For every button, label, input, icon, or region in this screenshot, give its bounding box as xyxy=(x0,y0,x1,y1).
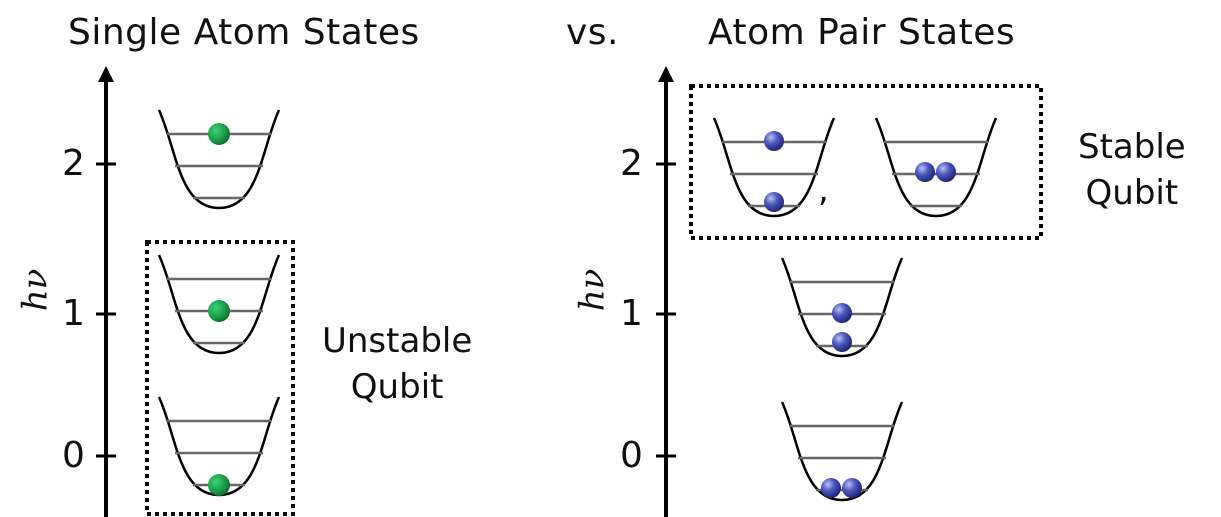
left-tick-label-1: 1 xyxy=(62,293,85,334)
stable-qubit-label: Stable Qubit xyxy=(1078,124,1186,216)
right-axis-arrowhead xyxy=(658,66,674,82)
unstable-qubit-label: Unstable Qubit xyxy=(322,318,472,410)
single-well-e1-atom-0 xyxy=(208,300,230,322)
pair-well-1-e2-atom-1 xyxy=(936,162,956,182)
unstable-qubit-box xyxy=(145,240,295,516)
right-tick-label-2: 2 xyxy=(620,143,643,184)
pair-well-1-e2-potential-curve xyxy=(874,117,998,218)
pair-well-0-e2-atom-1 xyxy=(764,131,784,151)
unstable-label-line2: Qubit xyxy=(350,367,444,407)
title-vs: vs. xyxy=(566,12,620,53)
title-atom-pair-states: Atom Pair States xyxy=(708,12,1016,53)
unstable-label-line1: Unstable xyxy=(322,321,473,361)
pair-well-3-e0-atom-1 xyxy=(842,478,862,498)
state-separator-comma: , xyxy=(818,170,829,210)
pair-well-2-e1-atom-1 xyxy=(832,303,852,323)
pair-well-0-e2-atom-0 xyxy=(764,192,784,212)
pair-well-3-e0-potential-curve xyxy=(780,401,904,502)
single-well-e2-potential-curve xyxy=(157,109,281,210)
stable-label-line1: Stable xyxy=(1078,127,1186,167)
left-tick-label-0: 0 xyxy=(62,435,85,476)
pair-well-2-e1-potential-curve xyxy=(780,257,904,358)
pair-well-3-e0-atom-0 xyxy=(821,478,841,498)
title-single-atom-states: Single Atom States xyxy=(68,12,420,53)
pair-well-0-e2-potential-curve xyxy=(712,117,836,218)
stable-label-line2: Qubit xyxy=(1085,173,1179,213)
single-well-e2-atom-0 xyxy=(208,123,230,145)
right-tick-label-1: 1 xyxy=(620,293,643,334)
pair-well-1-e2-atom-0 xyxy=(915,162,935,182)
single-well-e0-atom-0 xyxy=(208,474,230,496)
potential-wells xyxy=(157,109,998,502)
pair-well-2-e1-atom-0 xyxy=(832,332,852,352)
left-tick-label-2: 2 xyxy=(62,143,85,184)
right-tick-label-0: 0 xyxy=(620,435,643,476)
stable-qubit-box xyxy=(689,84,1043,240)
single-well-e1-potential-curve xyxy=(157,254,281,355)
left-axis-arrowhead xyxy=(98,66,114,82)
